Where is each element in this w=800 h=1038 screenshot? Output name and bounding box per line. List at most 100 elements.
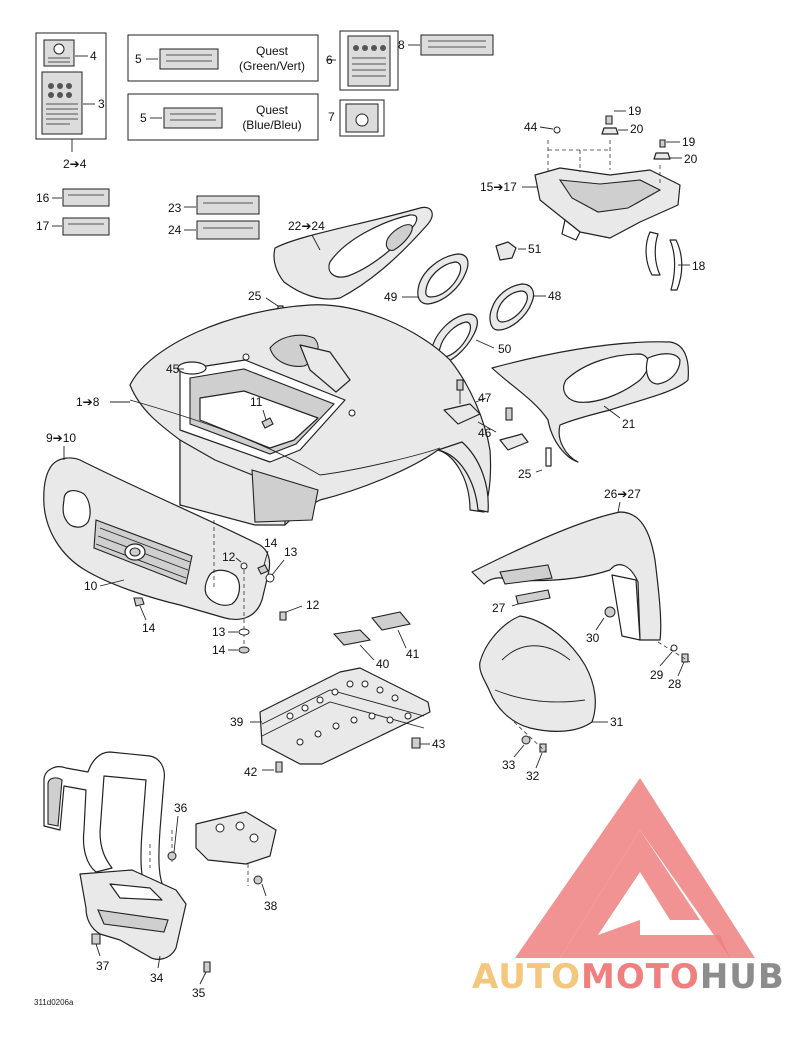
callout-42: 42 bbox=[244, 765, 258, 779]
callout-30: 30 bbox=[586, 631, 600, 645]
callout-4: 4 bbox=[90, 49, 97, 63]
decal-group-23-24: 23 24 bbox=[168, 195, 260, 240]
quest-green-line2: (Green/Vert) bbox=[239, 59, 305, 73]
callout-20b: 20 bbox=[684, 152, 698, 166]
callout-32: 32 bbox=[526, 769, 540, 783]
decal-23 bbox=[196, 195, 260, 215]
part-bezel-48: 48 bbox=[489, 283, 562, 331]
callout-22-24: 22➔24 bbox=[288, 219, 325, 233]
callout-14c: 14 bbox=[212, 643, 226, 657]
decal-box-quest-green bbox=[127, 34, 319, 82]
callout-9-10: 9➔10 bbox=[46, 431, 76, 445]
callout-26-27: 26➔27 bbox=[604, 487, 641, 501]
callout-20a: 20 bbox=[630, 122, 644, 136]
decal-3 bbox=[41, 71, 83, 135]
part-cap-45 bbox=[177, 361, 207, 375]
part-pads-40-41: 40 41 bbox=[332, 611, 420, 671]
callout-15-17: 15➔17 bbox=[480, 180, 517, 194]
part-front-fender-1-8: 45 1➔8 bbox=[76, 304, 492, 526]
watermark-text-auto: AUTO bbox=[472, 957, 581, 997]
decal-group-2-4: 4 3 2➔4 bbox=[35, 32, 107, 171]
part-bracket-46-47: 47 46 bbox=[443, 379, 529, 451]
part-front-grille-9-10: 9➔10 10 bbox=[43, 431, 271, 621]
callout-25a: 25 bbox=[248, 289, 262, 303]
decal-5-green bbox=[159, 48, 219, 70]
decal-5-blue bbox=[163, 107, 223, 129]
callout-6: 6 bbox=[326, 53, 333, 67]
decal-box-7 bbox=[339, 99, 385, 137]
part-bezel-50: 50 bbox=[430, 313, 512, 365]
callout-45: 45 bbox=[166, 362, 180, 376]
callout-21: 21 bbox=[622, 417, 636, 431]
watermark-logo-triangle bbox=[515, 778, 755, 958]
callout-7: 7 bbox=[328, 110, 335, 124]
callout-11: 11 bbox=[250, 395, 263, 409]
callout-47: 47 bbox=[478, 391, 492, 405]
callout-31: 31 bbox=[610, 715, 624, 729]
callout-49: 49 bbox=[384, 290, 398, 304]
callout-18: 18 bbox=[692, 259, 706, 273]
callout-48: 48 bbox=[548, 289, 562, 303]
watermark-text-moto: MOTO bbox=[581, 957, 700, 997]
decal-group-6-8: 6 7 8 bbox=[326, 30, 494, 137]
callout-12a: 12 bbox=[222, 550, 236, 564]
callout-3: 3 bbox=[98, 97, 105, 111]
callout-2-4: 2➔4 bbox=[63, 157, 87, 171]
decal-box-6 bbox=[339, 30, 399, 91]
callout-40: 40 bbox=[376, 657, 390, 671]
part-fastener-25b: 25 bbox=[518, 447, 552, 481]
decal-group-16-17: 16 17 bbox=[36, 188, 110, 236]
part-bezel-49: 49 bbox=[384, 253, 469, 305]
part-hardware-12-14: 12 14 13 14 12 13 14 bbox=[133, 520, 320, 657]
callout-13b: 13 bbox=[212, 625, 226, 639]
decal-8 bbox=[420, 34, 494, 56]
part-front-bumper-34-38: 36 38 37 34 35 bbox=[43, 751, 278, 1000]
part-hardware-42-43: 43 42 bbox=[244, 737, 446, 779]
callout-36: 36 bbox=[174, 801, 188, 815]
decal-box-2-4 bbox=[35, 32, 107, 140]
part-inner-liner-31: 31 bbox=[479, 615, 624, 732]
callout-8: 8 bbox=[398, 38, 405, 52]
decal-16 bbox=[62, 188, 110, 207]
part-left-panel-22-24: 22➔24 bbox=[273, 206, 433, 300]
part-clip-51: 51 bbox=[495, 241, 542, 261]
callout-5b: 5 bbox=[140, 111, 147, 125]
reference-code: 311d0206a bbox=[34, 998, 74, 1007]
callout-24: 24 bbox=[168, 223, 182, 237]
part-strap-18: 18 bbox=[645, 231, 706, 291]
callout-44: 44 bbox=[524, 120, 538, 134]
callout-28: 28 bbox=[668, 677, 682, 691]
svg-text:AUTOMOTOHUB: AUTOMOTOHUB bbox=[472, 957, 785, 997]
watermark-logo-cut bbox=[598, 872, 670, 935]
part-hardware-32-33: 33 32 bbox=[502, 721, 547, 783]
callout-43: 43 bbox=[432, 737, 446, 751]
decal-17 bbox=[62, 217, 110, 236]
part-nut-30: 30 bbox=[586, 606, 616, 645]
callout-38: 38 bbox=[264, 899, 278, 913]
quest-blue-line1: Quest bbox=[256, 103, 289, 117]
watermark-text-hub: HUB bbox=[700, 957, 785, 997]
callout-5a: 5 bbox=[135, 52, 142, 66]
callout-16: 16 bbox=[36, 191, 50, 205]
decal-6 bbox=[347, 35, 391, 87]
callout-25b: 25 bbox=[518, 467, 532, 481]
callout-19a: 19 bbox=[628, 104, 642, 118]
quest-blue-line2: (Blue/Bleu) bbox=[242, 118, 301, 132]
part-screw-11: 11 bbox=[250, 395, 274, 429]
callout-39: 39 bbox=[230, 715, 244, 729]
part-mudguard-26-27: 26➔27 27 bbox=[471, 487, 662, 641]
callout-14b: 14 bbox=[142, 621, 156, 635]
callout-34: 34 bbox=[150, 971, 164, 985]
callout-27: 27 bbox=[492, 601, 506, 615]
callout-13a: 13 bbox=[284, 545, 298, 559]
part-skid-plate-39: 39 bbox=[230, 667, 431, 765]
callout-33: 33 bbox=[502, 758, 516, 772]
callout-23: 23 bbox=[168, 201, 182, 215]
part-hardware-28-29: 29 28 bbox=[650, 641, 691, 691]
callout-37: 37 bbox=[96, 959, 110, 973]
decal-group-quest-blue: 5 Quest (Blue/Bleu) bbox=[127, 93, 319, 141]
callout-14a: 14 bbox=[264, 536, 278, 550]
callout-17: 17 bbox=[36, 219, 50, 233]
callout-50: 50 bbox=[498, 342, 512, 356]
